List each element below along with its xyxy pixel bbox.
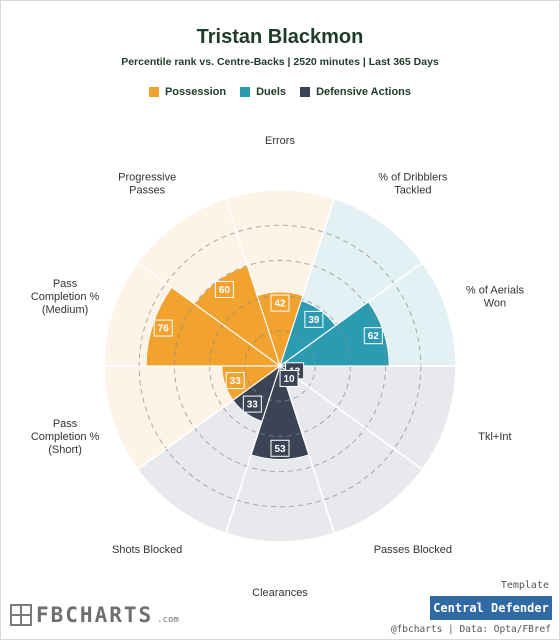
slice-divider-3: [279, 262, 423, 367]
category-label-clearances: Clearances: [252, 587, 308, 599]
value-label-of-aerials-won: 62: [368, 331, 380, 342]
value-label-passes-blocked: 10: [283, 374, 295, 385]
value-box-shots-blocked: [242, 395, 262, 413]
value-label-of-dribblers-tackled: 39: [308, 315, 320, 326]
value-box-of-aerials-won: [363, 327, 383, 345]
value-label-errors: 42: [274, 299, 286, 310]
template-label: Template: [500, 580, 549, 591]
category-label-passes-blocked: Passes Blocked: [374, 544, 452, 556]
value-label-clearances: 53: [274, 444, 286, 455]
pitch-icon: [10, 604, 32, 626]
value-box-of-dribblers-tackled: [304, 310, 324, 328]
value-label-shots-blocked: 33: [247, 400, 259, 411]
value-box-pass-completion-medium: [153, 319, 173, 337]
slice-divider-7: [225, 365, 281, 534]
background-slice-tkl-int: [277, 365, 457, 471]
chart-title: Tristan Blackmon: [196, 26, 364, 48]
category-label-tkl-int: Tkl+Int: [478, 431, 511, 443]
value-box-errors: [270, 294, 290, 312]
legend-swatch-defensive-actions: [300, 87, 311, 97]
legend-swatch-duels: [240, 87, 251, 97]
value-label-progressive-passes: 60: [219, 285, 231, 296]
credits: @fbcharts | Data: Opta/FBref: [390, 624, 551, 635]
slice-divider-1: [225, 198, 281, 367]
chart-subtitle: Percentile rank vs. Centre-Backs | 2520 …: [121, 56, 439, 68]
value-box-progressive-passes: [214, 280, 234, 298]
legend-label-possession: Possession: [164, 86, 227, 98]
slice-divider-8: [137, 365, 281, 470]
slice-divider-10: [137, 262, 281, 367]
value-box-pass-completion-short: [225, 372, 245, 390]
category-label-shots-blocked: Shots Blocked: [112, 544, 182, 556]
bar-pass-completion-medium: [145, 286, 282, 367]
value-label-pass-completion-medium: 76: [158, 324, 170, 335]
brand-name: FBCHARTS: [36, 603, 154, 627]
legend-swatch-possession: [148, 87, 159, 97]
brand-tld: .com: [157, 615, 179, 625]
legend-label-defensive-actions: Defensive Actions: [316, 86, 412, 98]
slice-divider-2: [279, 198, 335, 367]
category-label-errors: Errors: [265, 135, 295, 147]
value-box-clearances: [270, 439, 290, 457]
template-badge: Central Defender: [430, 596, 552, 620]
value-label-pass-completion-short: 33: [230, 376, 242, 387]
slice-divider-5: [279, 365, 423, 470]
value-box-passes-blocked: [279, 369, 299, 387]
legend: Possession Duels Defensive Actions: [0, 86, 560, 98]
brand-logo: FBCHARTS .com: [10, 604, 179, 626]
legend-label-duels: Duels: [256, 86, 287, 98]
background-slice-passes-blocked: [278, 364, 424, 535]
legend-item-possession: Possession: [148, 86, 227, 98]
legend-item-duels: Duels: [240, 86, 286, 98]
background-slice-errors: [224, 189, 336, 369]
slice-divider-6: [279, 365, 335, 534]
legend-item-defensive-actions: Defensive Actions: [300, 86, 411, 98]
